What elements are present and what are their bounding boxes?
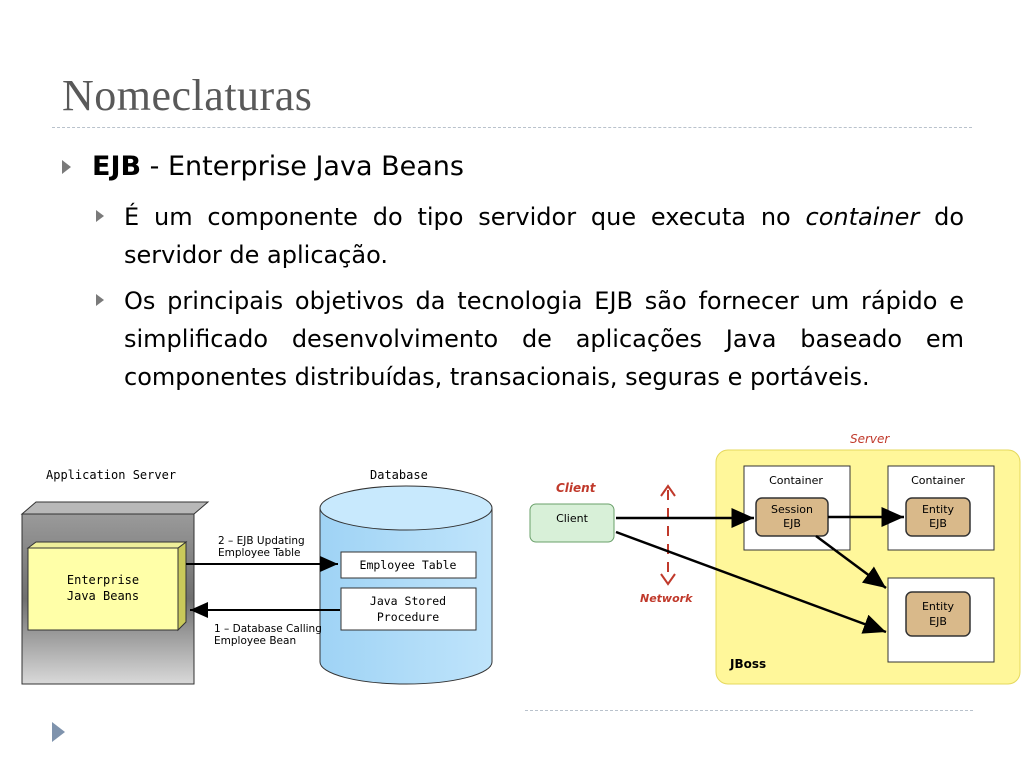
- server-box-top: [20, 501, 210, 515]
- entity-ejb-box-2: [905, 591, 971, 637]
- client-box-label: Client: [556, 512, 589, 525]
- stored-procedure-box: [340, 587, 477, 631]
- bullet-triangle-icon: [62, 160, 71, 174]
- main-bullet-text: EJB - Enterprise Java Beans: [92, 150, 464, 184]
- jboss-architecture-diagram: Server JBoss Client Client Network Conta…: [529, 432, 1021, 685]
- next-slide-icon[interactable]: [52, 722, 65, 742]
- sub-bullet-1-part2: do servidor de aplicação.: [124, 203, 964, 269]
- network-label: Network: [640, 592, 693, 605]
- client-label: Client: [556, 481, 597, 495]
- arrow-bottom-label-1: 1 – Database Calling: [214, 623, 322, 635]
- sub-bullet-1: É um componente do tipo servidor que exe…: [96, 198, 964, 278]
- database-cylinder-top: [319, 485, 493, 531]
- employee-table-box: [340, 551, 477, 579]
- jboss-label: JBoss: [729, 657, 766, 671]
- entity-ejb-2-line2: EJB: [929, 615, 947, 628]
- sub-bullet-2-text: Os principais objetivos da tecnologia EJ…: [124, 287, 964, 391]
- server-label: Server: [850, 432, 890, 446]
- entity-ejb-2-line1: Entity: [922, 600, 955, 613]
- title-divider: [52, 127, 972, 128]
- footer-divider: [525, 710, 973, 711]
- ejb-database-diagram: Application Server Database Enterprise J…: [20, 468, 493, 685]
- ejb-box-line2: Java Beans: [67, 589, 139, 603]
- container-1-label: Container: [769, 474, 823, 487]
- sub-bullet-1-part1: É um componente do tipo servidor que exe…: [124, 203, 806, 231]
- arrow-top-label-2: Employee Table: [218, 547, 301, 559]
- arrow-bottom-label-2: Employee Bean: [214, 635, 296, 647]
- employee-table-label: Employee Table: [360, 558, 457, 572]
- slide-title: Nomeclaturas: [62, 71, 313, 120]
- arrow-session-to-container3: [815, 534, 887, 590]
- network-arrow-down: [660, 573, 676, 586]
- arrow-top-label-1: 2 – EJB Updating: [218, 535, 305, 547]
- ejb-box-side: [177, 541, 187, 632]
- bullet-triangle-icon: [96, 210, 104, 222]
- database-label: Database: [370, 468, 428, 482]
- session-ejb-line1: Session: [771, 503, 813, 516]
- entity-ejb-1-line1: Entity: [922, 503, 955, 516]
- network-arrow-up: [660, 484, 676, 497]
- bullet-triangle-icon: [96, 294, 104, 306]
- session-ejb-line2: EJB: [783, 517, 801, 530]
- entity-ejb-box-1: [905, 497, 971, 537]
- sub-bullet-1-text: É um componente do tipo servidor que exe…: [124, 198, 964, 274]
- main-bullet-rest: - Enterprise Java Beans: [141, 151, 464, 182]
- ejb-box-line1: Enterprise: [67, 573, 139, 587]
- ejb-box-topface: [26, 541, 188, 549]
- app-server-label: Application Server: [46, 468, 176, 482]
- stored-procedure-line1: Java Stored: [370, 594, 446, 608]
- sub-bullet-1-italic: container: [805, 203, 920, 231]
- sub-bullet-2: Os principais objetivos da tecnologia EJ…: [96, 282, 964, 428]
- ejb-box: [27, 547, 179, 631]
- main-bullet-bold: EJB: [92, 151, 142, 182]
- container-2-label: Container: [911, 474, 965, 487]
- arrow-client-to-entity2: [615, 530, 887, 634]
- stored-procedure-line2: Procedure: [377, 610, 439, 624]
- client-box: [529, 503, 615, 543]
- entity-ejb-1-line2: EJB: [929, 517, 947, 530]
